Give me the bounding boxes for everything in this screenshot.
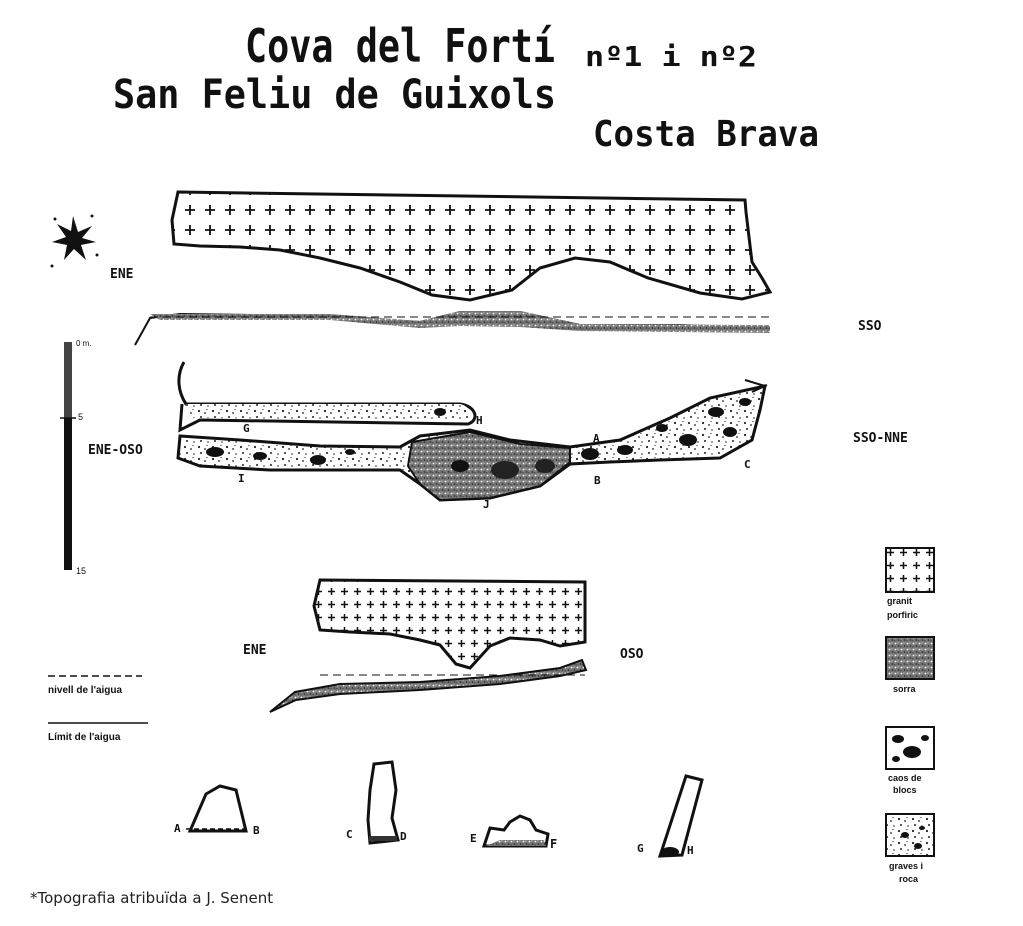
plan-left-direction: ENE-OSO: [88, 443, 143, 458]
cross-section-ab: [186, 784, 250, 833]
profile-floor: [134, 311, 771, 346]
title-region: Costa Brava: [593, 114, 819, 155]
plan-letter-a: A: [593, 432, 600, 445]
title-main: Cova del Fortí: [245, 19, 555, 73]
cross-section-ab-right: B: [253, 824, 260, 837]
attribution-caption: *Topografia atribuïda a J. Senent: [30, 889, 274, 907]
plan-right-direction: SSO-NNE: [853, 431, 908, 446]
cross-section-gh-left: G: [637, 842, 644, 855]
plan-letter-h: H: [476, 414, 483, 427]
water-limit-label: Límit de l'aigua: [48, 732, 121, 743]
legend-sand-swatch: [885, 636, 935, 680]
scale-bar: [60, 342, 76, 570]
cross-section-ab-left: A: [174, 822, 181, 835]
legend-gravel-label-2: roca: [899, 874, 919, 884]
cross-section-cd: [366, 760, 400, 845]
lower-right-direction: OSO: [620, 647, 644, 662]
legend-gravel-label-1: graves i: [889, 861, 923, 871]
cross-section-ef-left: E: [470, 832, 477, 845]
plan-letter-c: C: [744, 458, 751, 471]
cross-section-cd-right: D: [400, 830, 407, 843]
granite-ceiling-top: [170, 190, 773, 302]
cross-section-cd-left: C: [346, 828, 353, 841]
north-arrow-icon: [50, 214, 99, 268]
cross-section-ef: [481, 814, 550, 848]
profile-direction: SSO: [858, 319, 882, 334]
title-numbers: nº1 i nº2: [585, 40, 757, 73]
legend-granite-label-1: granit: [887, 596, 912, 606]
scale-top-label: 0 m.: [76, 339, 92, 348]
granite-ceiling-lower: [312, 578, 587, 670]
cave-plan: [176, 361, 768, 502]
cross-section-gh: [657, 774, 704, 858]
scale-bottom-label: 15: [76, 566, 86, 576]
cross-section-gh-right: H: [687, 844, 694, 857]
legend-blocks-swatch: [885, 726, 935, 770]
lower-floor: [269, 658, 588, 713]
legend-blocks-label-2: blocs: [893, 785, 917, 795]
section-top-direction: ENE: [110, 267, 133, 282]
scale-mid-label: 5: [78, 412, 83, 422]
legend-granite-label-2: porfiric: [887, 610, 918, 620]
cross-section-ef-right: F: [550, 837, 557, 851]
plan-letter-b: B: [594, 474, 601, 487]
legend-gravel-swatch: [885, 813, 935, 857]
plan-letter-i: I: [238, 472, 245, 485]
legend-blocks-label-1: caos de: [888, 773, 922, 783]
plan-letter-g: G: [243, 422, 250, 435]
legend-sand-label: sorra: [893, 684, 917, 694]
legend-granite-swatch: [885, 547, 935, 593]
title-place: San Feliu de Guixols: [113, 72, 556, 118]
plan-letter-j: J: [483, 498, 490, 511]
water-level-label: nivell de l'aigua: [48, 685, 123, 696]
lower-left-direction: ENE: [243, 643, 266, 658]
